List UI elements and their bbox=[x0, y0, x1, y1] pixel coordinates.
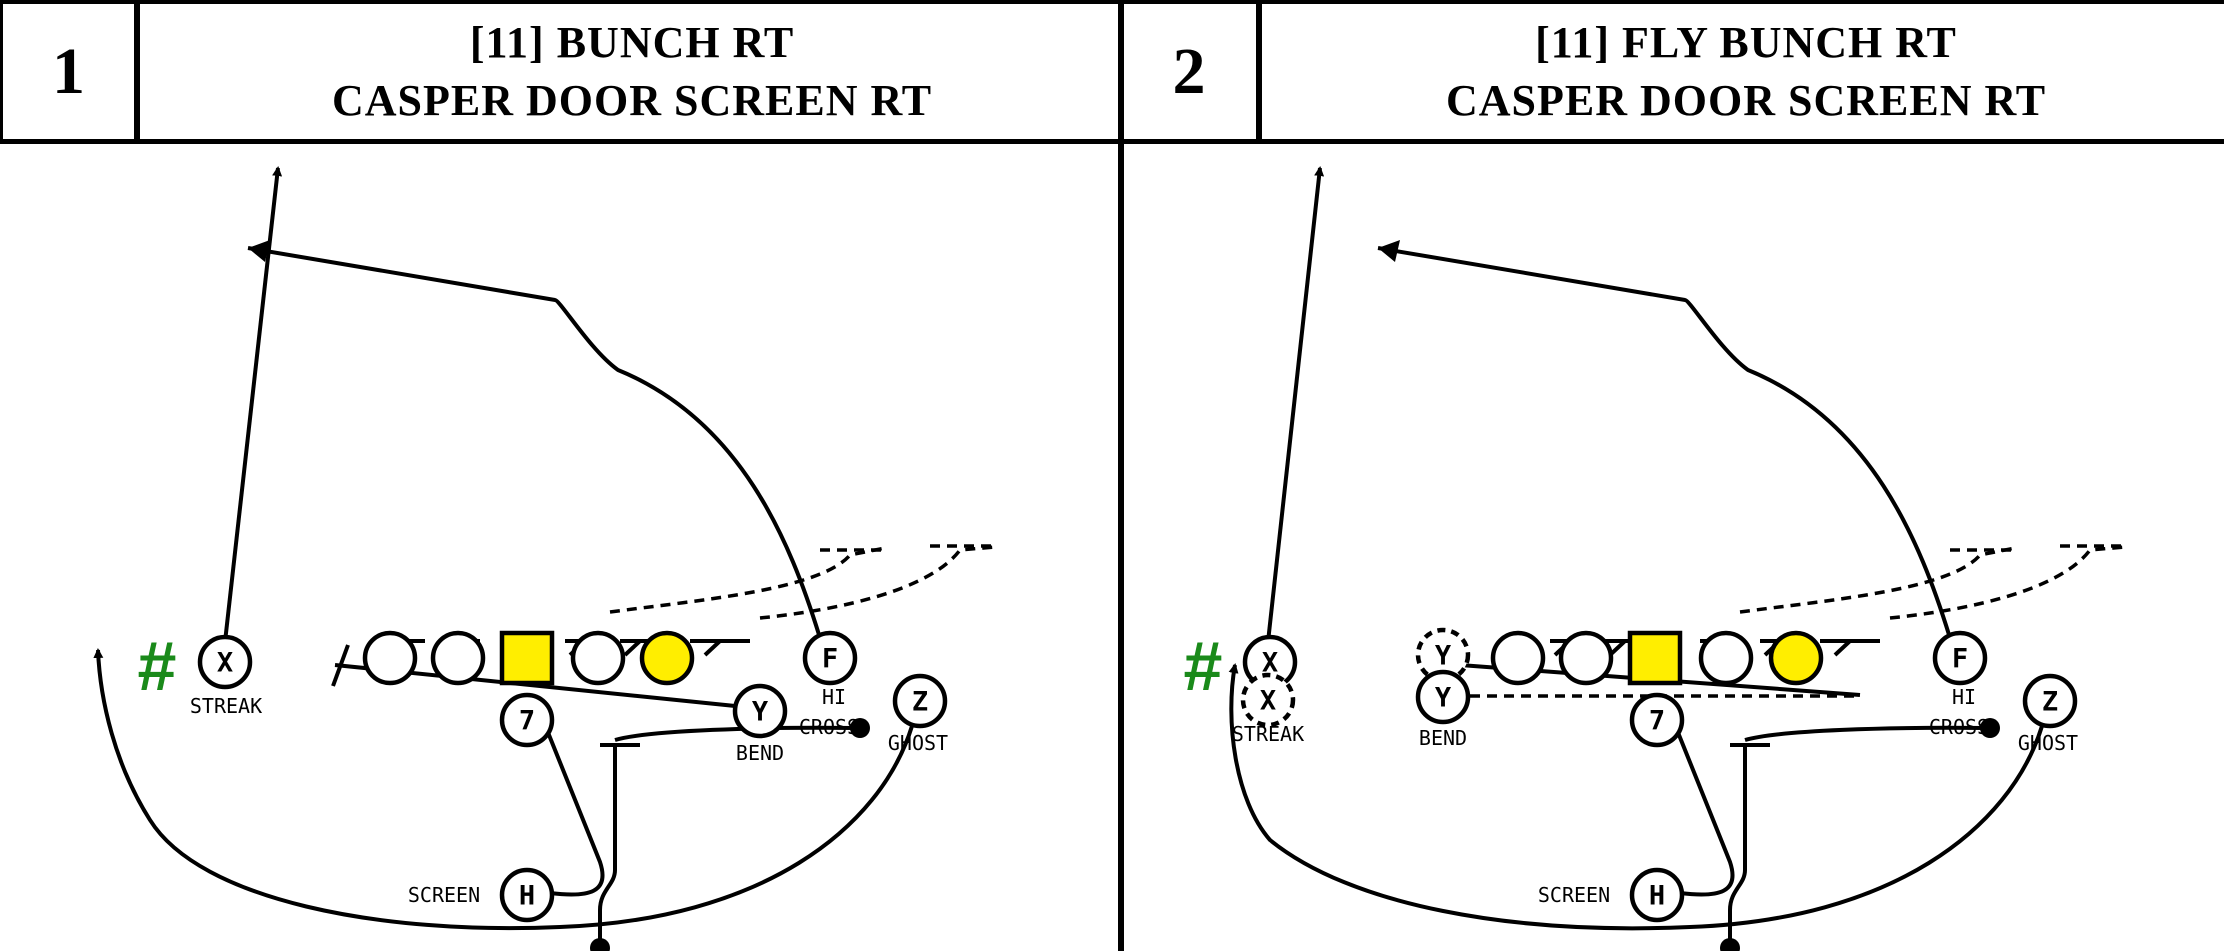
play-title-2: [11] FLY BUNCH RT CASPER DOOR SCREEN RT bbox=[1268, 4, 2224, 139]
route-z-ghost bbox=[1228, 663, 2044, 931]
route-f-arrowhead bbox=[248, 240, 270, 262]
play-title-line1: [11] BUNCH RT bbox=[469, 17, 795, 67]
route-label-f: HI bbox=[822, 685, 846, 709]
player-z bbox=[2022, 673, 2078, 729]
ball-dot bbox=[590, 938, 610, 951]
cross-dot bbox=[850, 718, 870, 738]
route-x-streak bbox=[1266, 166, 1325, 643]
player-qb-label: 7 bbox=[1649, 706, 1665, 737]
lineman-2 bbox=[1558, 630, 1614, 686]
panel-divider bbox=[1118, 0, 1124, 951]
route-door bbox=[598, 745, 617, 950]
route-label-f: HI bbox=[1952, 685, 1976, 709]
hash-mark: # bbox=[138, 627, 177, 705]
player-y-motion-label: Y bbox=[1435, 641, 1452, 672]
play-card-2: 2 [11] FLY BUNCH RT CASPER DOOR SCREEN R… bbox=[1122, 0, 2224, 951]
route-dashed-2 bbox=[1889, 545, 2126, 620]
center-square bbox=[1627, 630, 1683, 686]
route-h-screen bbox=[543, 724, 605, 897]
player-qb-label: 7 bbox=[519, 706, 535, 737]
lineman-5 bbox=[639, 630, 695, 686]
route-label-h: SCREEN bbox=[1538, 883, 1610, 907]
player-h-label: H bbox=[1649, 881, 1665, 912]
player-f-label: F bbox=[1952, 644, 1968, 675]
lineman-1 bbox=[1490, 630, 1546, 686]
play-title-1: [11] BUNCH RT CASPER DOOR SCREEN RT bbox=[146, 4, 1118, 139]
route-label-z: GHOST bbox=[2018, 731, 2078, 755]
hash-mark: # bbox=[1184, 627, 1223, 705]
player-z-label: Z bbox=[912, 687, 928, 718]
route-dashed-1 bbox=[1739, 546, 2016, 614]
player-y-motion bbox=[1415, 627, 1471, 683]
play-header-1: 1 [11] BUNCH RT CASPER DOOR SCREEN RT bbox=[0, 0, 1118, 144]
lineman-5 bbox=[1768, 630, 1824, 686]
player-x-motion bbox=[1240, 672, 1296, 728]
route-label-f2: CROSS bbox=[1929, 715, 1989, 739]
cross-dot bbox=[1980, 718, 2000, 738]
player-y-label: Y bbox=[1435, 683, 1452, 714]
ol-slant bbox=[331, 644, 350, 687]
player-x-motion-label: X bbox=[1260, 686, 1276, 717]
route-dashed-2 bbox=[759, 545, 996, 620]
player-h-label: H bbox=[519, 881, 535, 912]
route-f-cross bbox=[614, 725, 856, 742]
player-x bbox=[197, 634, 253, 690]
route-label-h: SCREEN bbox=[408, 883, 480, 907]
lineman-2 bbox=[430, 630, 486, 686]
player-y bbox=[732, 683, 788, 739]
route-f-arrowhead bbox=[1378, 240, 1400, 262]
route-x-streak bbox=[223, 166, 283, 643]
route-f-cross bbox=[1744, 725, 1986, 742]
center-square bbox=[499, 630, 555, 686]
player-y-label: Y bbox=[752, 697, 769, 728]
route-label-y: BEND bbox=[1419, 726, 1467, 750]
player-z bbox=[892, 673, 948, 729]
route-z-ghost bbox=[93, 648, 914, 931]
route-f-post bbox=[1377, 246, 1952, 639]
route-h-screen bbox=[1673, 724, 1735, 897]
lineman-1 bbox=[362, 630, 418, 686]
player-x-label: X bbox=[1262, 648, 1278, 679]
route-dashed-1 bbox=[609, 546, 886, 614]
player-y bbox=[1415, 669, 1471, 725]
player-h bbox=[1629, 867, 1685, 923]
player-x-label: X bbox=[217, 648, 233, 679]
play-title-line1: [11] FLY BUNCH RT bbox=[1535, 17, 1957, 67]
player-qb bbox=[499, 692, 555, 748]
route-label-y: BEND bbox=[736, 741, 784, 765]
route-label-z: GHOST bbox=[888, 731, 948, 755]
ball-dot bbox=[1720, 938, 1740, 951]
play-diagram-1: # X F Z Y 7 H STREAK HI bbox=[93, 166, 996, 951]
route-f-post bbox=[247, 246, 822, 639]
play-title-line2: CASPER DOOR SCREEN RT bbox=[331, 75, 933, 125]
play-header-2: 2 [11] FLY BUNCH RT CASPER DOOR SCREEN R… bbox=[1122, 0, 2224, 144]
player-h bbox=[499, 867, 555, 923]
play-title-line2: CASPER DOOR SCREEN RT bbox=[1445, 75, 2047, 125]
route-label-x: STREAK bbox=[1232, 722, 1304, 746]
player-f bbox=[802, 630, 858, 686]
play-number-1: 1 bbox=[0, 4, 140, 139]
player-qb bbox=[1629, 692, 1685, 748]
player-z-label: Z bbox=[2042, 687, 2058, 718]
lineman-4 bbox=[1698, 630, 1754, 686]
play-number-2: 2 bbox=[1122, 4, 1262, 139]
lineman-4 bbox=[570, 630, 626, 686]
play-diagram-2: # X X Y Y F Z 7 H bbox=[1184, 166, 2126, 951]
route-label-f2: CROSS bbox=[799, 715, 859, 739]
play-card-1: 1 [11] BUNCH RT CASPER DOOR SCREEN RT bbox=[0, 0, 1118, 951]
player-f-label: F bbox=[822, 644, 838, 675]
route-door bbox=[1728, 745, 1747, 950]
player-f bbox=[1932, 630, 1988, 686]
route-label-x: STREAK bbox=[190, 694, 262, 718]
